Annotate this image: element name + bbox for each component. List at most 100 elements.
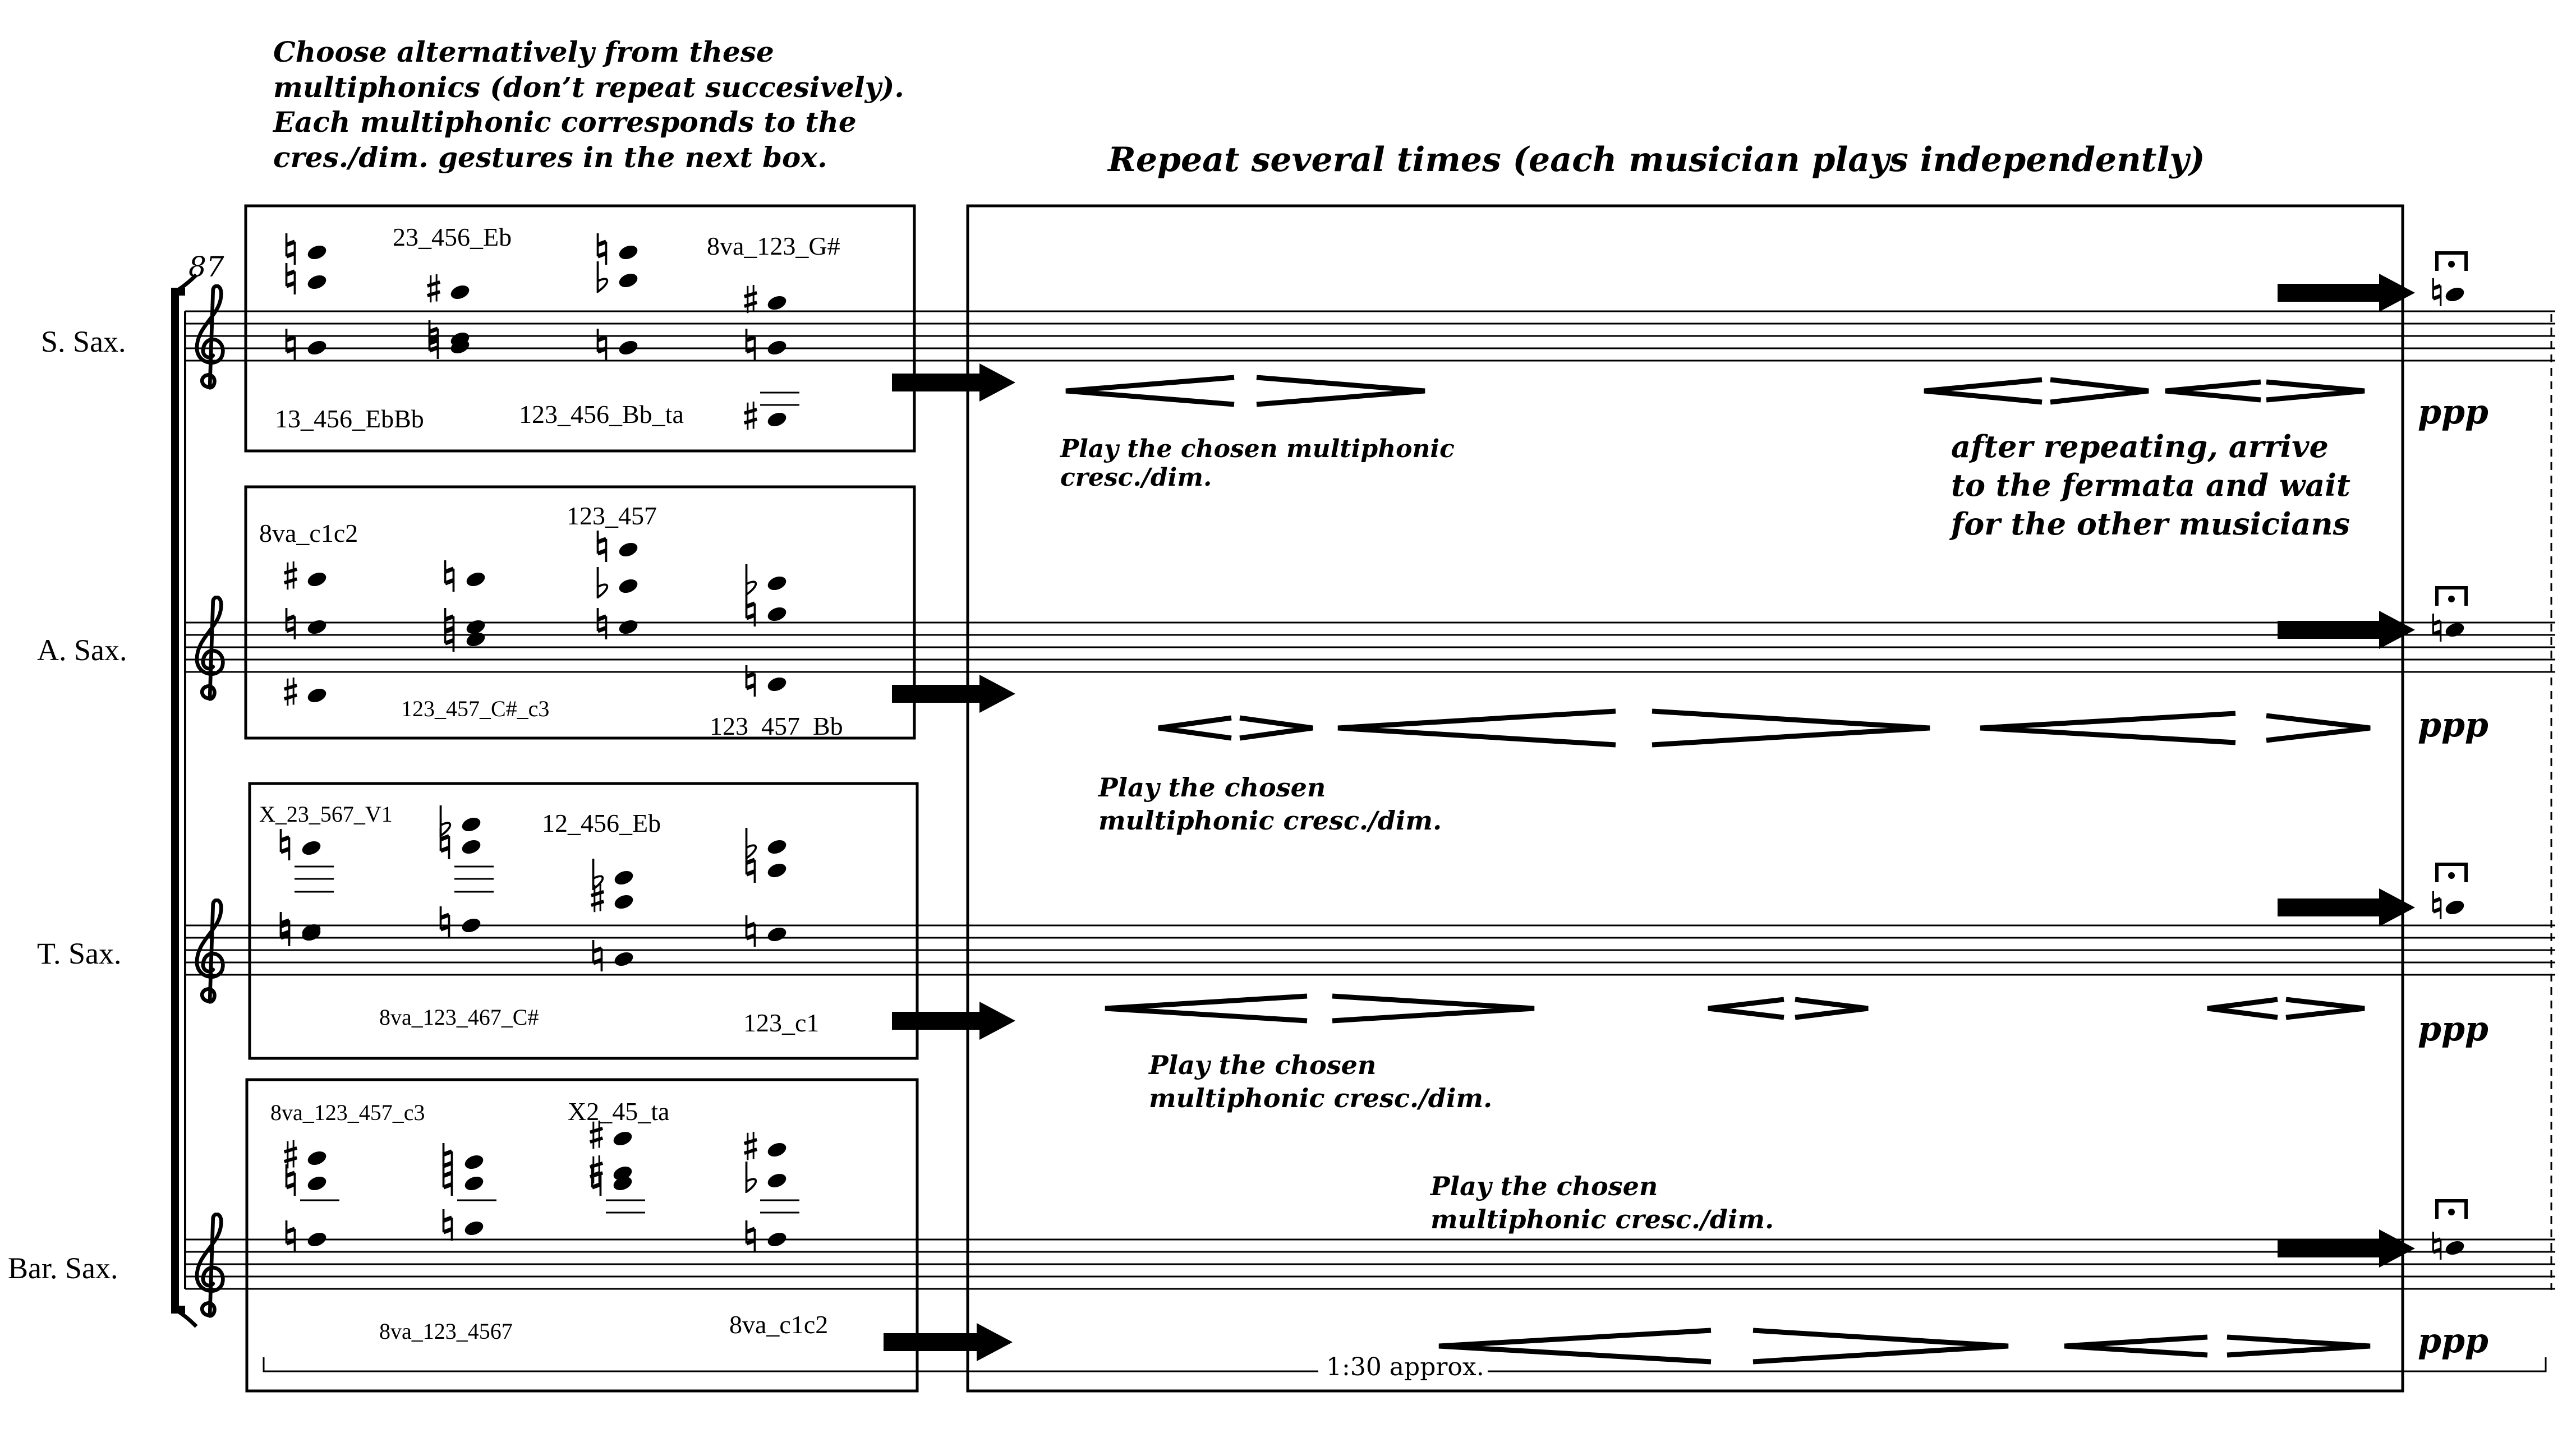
notehead [460, 918, 482, 933]
multiphonic-chord [747, 564, 788, 697]
notehead [613, 870, 635, 886]
system-bracket [171, 288, 185, 1314]
arrow-right-icon [2278, 888, 2415, 927]
natural-sign-icon [444, 1164, 452, 1196]
arrow-right-icon [2278, 611, 2415, 649]
flat-sign-icon [747, 1162, 756, 1192]
fermata-icon [2437, 588, 2466, 606]
sharp-sign-icon [284, 1140, 297, 1168]
natural-sign-icon [445, 560, 454, 592]
multiphonic-label: X_23_567_V1 [259, 801, 393, 827]
notehead [766, 606, 788, 622]
arrow-head [977, 1323, 1013, 1361]
arrow-head [979, 363, 1015, 402]
treble-clef-icon [197, 286, 223, 388]
flat-sign-icon [441, 805, 450, 836]
flat-sign-icon [598, 567, 608, 597]
sharp-sign-icon [744, 1132, 757, 1160]
choose-line-1: Choose alternatively from these [273, 35, 774, 68]
crescendo-hairpin [1438, 1328, 1712, 1365]
sharp-sign-icon [284, 561, 297, 589]
multiphonic-label: 8va_123_4567 [379, 1319, 513, 1344]
staff-lines [185, 310, 2555, 1290]
multiphonic-chord [590, 1121, 645, 1214]
arrow-head [2379, 888, 2415, 927]
boxes [244, 204, 2404, 1393]
diminuendo-hairpin [2266, 713, 2371, 743]
instrument-label-tenor: T. Sax. [37, 937, 122, 970]
multiphonic-label: 8va_123_467_C# [379, 1005, 539, 1030]
dynamic-marking: ppp [2418, 1321, 2488, 1361]
notehead [306, 1232, 328, 1247]
notehead [306, 340, 328, 356]
diminuendo-hairpin [1256, 375, 1425, 407]
diminuendo-hairpin [1332, 993, 1535, 1024]
arrow-shaft [892, 685, 982, 703]
sharp-sign-icon [284, 678, 297, 706]
natural-sign-icon [2433, 278, 2440, 306]
diminuendo-hairpin [2227, 1334, 2371, 1358]
notehead [460, 839, 482, 855]
measure-number: 87 [188, 251, 224, 283]
multiphonic-label: 123_457 [567, 501, 657, 530]
notehead [611, 1131, 634, 1146]
treble-clef-icon [197, 597, 223, 699]
multiphonic-label: 123_457_C#_c3 [401, 696, 550, 721]
notehead [306, 688, 328, 703]
diminuendo-hairpin [1752, 1328, 2009, 1365]
fermata-icon [2437, 253, 2466, 271]
choose-line-3: Each multiphonic corresponds to the [273, 105, 857, 139]
notehead [766, 340, 788, 356]
arrow-right-icon [892, 363, 1015, 402]
multiphonic-chord [744, 285, 799, 430]
natural-sign-icon [747, 1220, 755, 1252]
notehead [766, 295, 788, 311]
multiphonic-chord [445, 560, 487, 652]
diminuendo-hairpin [2266, 379, 2365, 403]
treble-clef-icon [197, 900, 223, 1002]
notehead [306, 1176, 328, 1191]
play-line-1: Play the chosen [1430, 1171, 1658, 1201]
crescendo-hairpin [2165, 379, 2261, 403]
diminuendo-hairpin [2285, 997, 2365, 1020]
notehead [766, 676, 788, 692]
fermata-icon [2437, 1201, 2466, 1219]
diminuendo-hairpin [1795, 997, 1869, 1020]
crescendo-hairpin [1337, 708, 1616, 748]
natural-sign-icon [444, 1143, 452, 1174]
repeat-title: Repeat several times (each musician play… [1108, 140, 2205, 179]
arrow-shaft [892, 1012, 982, 1030]
instrument-label-baritone: Bar. Sax. [8, 1251, 118, 1285]
choose-instruction: Choose alternatively from these multipho… [273, 35, 904, 175]
notehead [617, 578, 640, 594]
multiphonic-chord [284, 1140, 339, 1252]
natural-sign-icon [2433, 891, 2440, 919]
multiphonic-label: 8va_c1c2 [729, 1310, 829, 1339]
notehead [766, 839, 788, 855]
play-line-2: cresc./dim. [1060, 463, 1212, 492]
final-notehead [2444, 900, 2466, 915]
after-line-2: to the fermata and wait [1951, 467, 2350, 504]
multiphonic-chord [444, 1143, 496, 1241]
multiphonic-notes [281, 233, 799, 1252]
dynamic-marking: ppp [2418, 706, 2488, 745]
sharp-sign-icon [744, 402, 757, 430]
sharp-sign-icon [427, 274, 440, 302]
misc-lines [171, 273, 2552, 1372]
crescendo-hairpin [1065, 375, 1235, 407]
natural-sign-icon [287, 233, 295, 265]
natural-sign-icon [287, 1164, 295, 1196]
natural-sign-icon [598, 233, 606, 265]
notehead [463, 1176, 485, 1191]
play-line-1: Play the chosen [1149, 1050, 1377, 1080]
arrow-shaft [2278, 621, 2381, 639]
arrow-shaft [2278, 898, 2381, 916]
crescendo-hairpin [2207, 997, 2278, 1020]
after-line-1: after repeating, arrive [1951, 428, 2329, 464]
final-notehead [2444, 1240, 2466, 1256]
dynamic-marking: ppp [2418, 393, 2488, 432]
notehead [766, 575, 788, 591]
play-instruction-tenor: Play the chosen multiphonic cresc./dim. [1149, 1049, 1492, 1115]
